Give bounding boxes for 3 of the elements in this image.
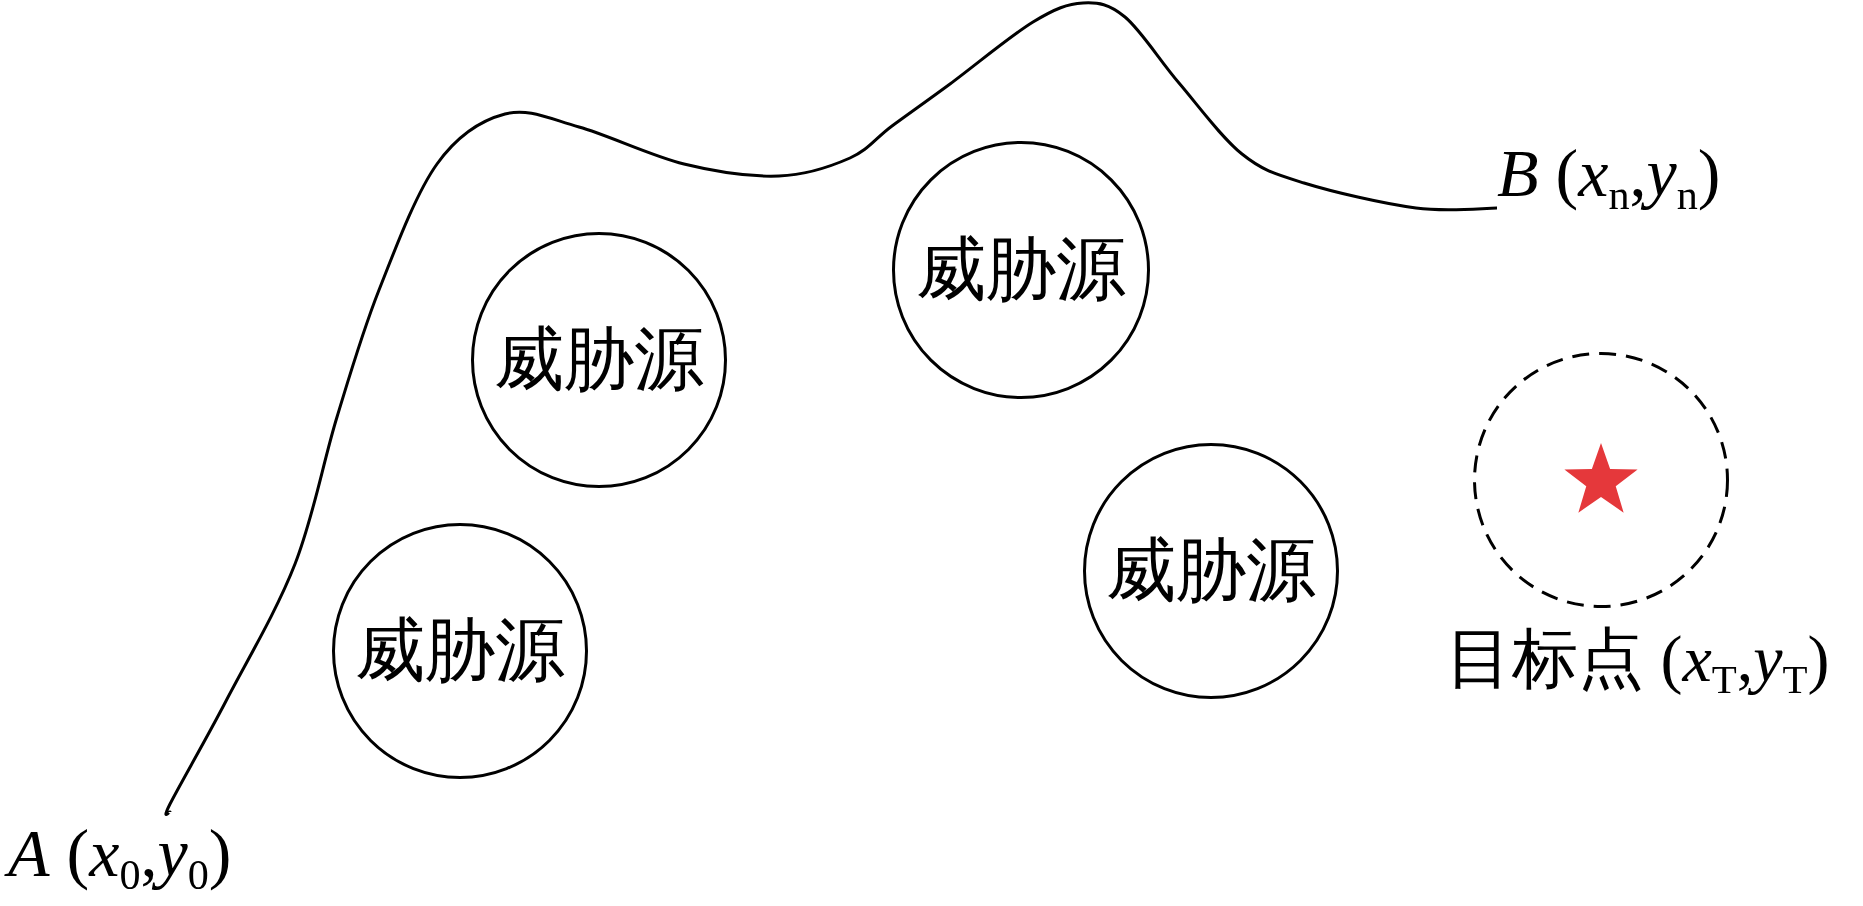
point-label: 目标点 (x$_{T}$,y$_{T}$) xyxy=(1446,621,1830,700)
point-label: B (x$_{n}$,y$_{n}$) xyxy=(1497,132,1721,214)
target-circle xyxy=(1473,352,1729,608)
